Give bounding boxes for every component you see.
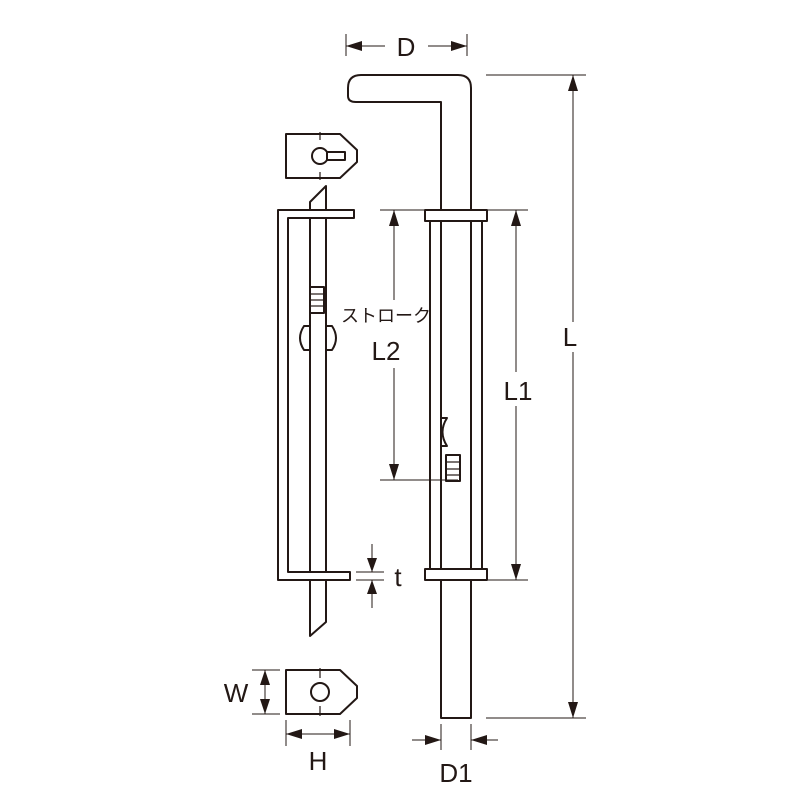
dim-L2-stroke: ストローク L2 bbox=[341, 209, 458, 481]
label-H: H bbox=[309, 746, 328, 776]
label-W: W bbox=[224, 678, 249, 708]
side-view bbox=[277, 132, 358, 716]
label-stroke: ストローク bbox=[341, 306, 431, 327]
label-t: t bbox=[394, 562, 402, 592]
guide-body bbox=[429, 217, 483, 575]
label-L1: L1 bbox=[504, 376, 533, 406]
top-flange bbox=[424, 209, 488, 222]
stop-block bbox=[445, 454, 461, 482]
dim-L1: L1 bbox=[488, 209, 533, 581]
dim-D1: D1 bbox=[412, 724, 498, 788]
bottom-keeper bbox=[285, 669, 358, 715]
label-D1: D1 bbox=[439, 758, 472, 788]
dim-W: W bbox=[224, 669, 280, 715]
bolt-rod bbox=[347, 74, 472, 719]
dim-D: D bbox=[345, 32, 468, 62]
side-rod bbox=[309, 185, 327, 211]
front-view bbox=[347, 74, 488, 719]
dim-H: H bbox=[285, 720, 351, 776]
top-keeper bbox=[285, 133, 358, 179]
side-knob-right bbox=[325, 325, 337, 351]
label-L: L bbox=[563, 322, 577, 352]
label-D: D bbox=[397, 32, 416, 62]
bottom-flange bbox=[424, 568, 488, 581]
side-bracket bbox=[277, 209, 355, 581]
dimensions: D L L1 ス bbox=[224, 32, 586, 788]
knob bbox=[440, 417, 448, 447]
side-knob-left bbox=[299, 325, 311, 351]
dim-L: L bbox=[486, 74, 586, 719]
label-L2: L2 bbox=[372, 336, 401, 366]
dim-t: t bbox=[356, 544, 402, 608]
